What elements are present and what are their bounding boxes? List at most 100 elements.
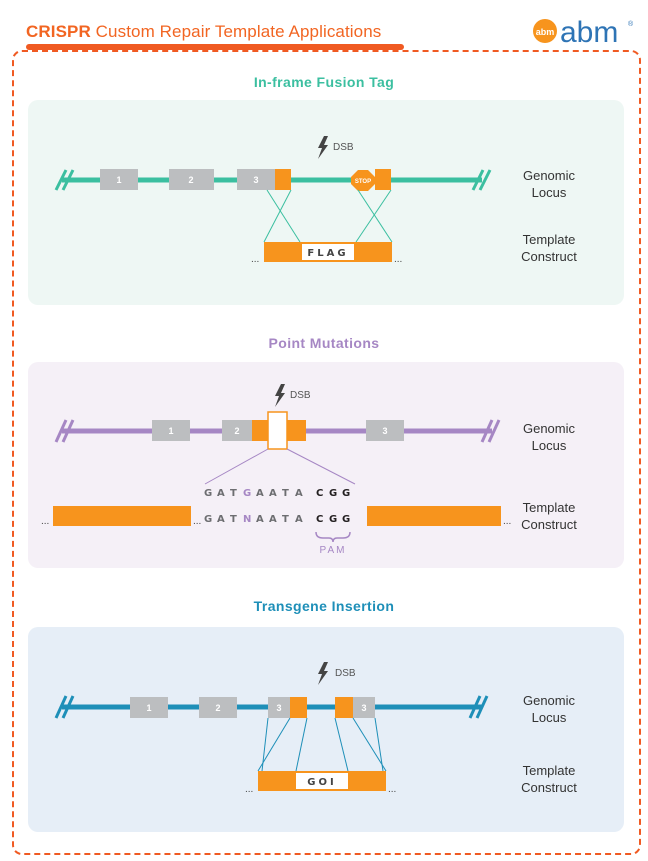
seq-bottom-base: T (230, 514, 237, 525)
seq-bottom-pam-base: G (342, 514, 350, 525)
logo-registered-mark: ® (628, 20, 634, 28)
seq-top-base: G (204, 488, 212, 499)
mutation-site-box (267, 411, 288, 450)
cut-site-left-block (290, 697, 307, 718)
sequence-bottom: G A T N A A T A C G G (204, 514, 350, 525)
title-underline (26, 44, 404, 50)
locus-break-left-icon (54, 169, 75, 191)
ellipsis-right: ... (388, 784, 396, 795)
figure-title: CRISPR Custom Repair Template Applicatio… (26, 22, 381, 42)
seq-top-base: A (217, 488, 225, 499)
homology-arm-lines (257, 717, 387, 772)
goi-insert-box (296, 773, 348, 789)
panel-transgene-insertion (28, 627, 624, 832)
seq-bottom-base: T (282, 514, 289, 525)
label-line-1: Template (522, 500, 576, 515)
label-line-1: Genomic (522, 693, 576, 708)
label-line-1: Template (522, 232, 576, 247)
dsb-label: DSB (290, 390, 311, 401)
logo-badge-circle (533, 19, 557, 43)
exon-3-left-label: 3 (276, 703, 281, 713)
dsb-lightning-icon (318, 136, 328, 159)
seq-bottom-base: A (295, 514, 303, 525)
seq-bottom-pam-base: C (316, 514, 323, 525)
label-line-2: Construct (521, 780, 577, 795)
exon-3-right-label: 3 (361, 703, 366, 713)
exon-3 (237, 169, 275, 190)
label-template-construct: Template Construct (506, 499, 592, 533)
section-title-fusion-tag: In-frame Fusion Tag (253, 74, 395, 90)
logo-badge-text: abm (536, 27, 555, 37)
stop-codon-octagon (351, 170, 375, 191)
exon-3-end-block (275, 169, 291, 190)
title-bold: CRISPR (26, 22, 91, 41)
dashed-frame (12, 50, 641, 855)
ellipsis-left: ... (41, 516, 49, 527)
exon-1-label: 1 (116, 175, 121, 185)
label-line-1: Genomic (522, 421, 576, 436)
seq-top-pam-base: G (342, 488, 350, 499)
template-arm-right (367, 506, 501, 526)
pam-brace (315, 531, 351, 543)
locus-break-left-icon (54, 695, 75, 719)
exon-2-label: 2 (234, 426, 239, 436)
locus-break-left-icon (54, 419, 75, 443)
exon-2 (222, 420, 252, 441)
flag-insert-label: FLAG (307, 248, 348, 259)
panel-fusion-tag (28, 100, 624, 305)
seq-top-base: A (256, 488, 264, 499)
stop-codon-label: STOP (355, 179, 371, 185)
exon-3-left-part (268, 697, 290, 718)
panel-point-mutations (28, 362, 624, 568)
template-arm-left (53, 506, 191, 526)
sequence-top: G A T G A A T A C G G (204, 488, 350, 499)
dsb-lightning-icon (318, 662, 328, 685)
flag-insert-box (302, 244, 354, 260)
label-line-2: Locus (531, 438, 567, 453)
section-title-point-mutations: Point Mutations (268, 335, 380, 351)
exon-1 (152, 420, 190, 441)
exon-3-right-part (353, 697, 375, 718)
logo-wordmark: abm (560, 16, 618, 49)
homology-arm-lines (263, 189, 393, 243)
ellipsis-right: ... (503, 516, 511, 527)
seq-top-pam-base: C (316, 488, 323, 499)
exon-2-label: 2 (188, 175, 193, 185)
label-line-2: Locus (531, 185, 567, 200)
exon-2 (169, 169, 214, 190)
exon-3 (366, 420, 404, 441)
seq-bottom-base: G (204, 514, 212, 525)
exon-2 (199, 697, 237, 718)
ellipsis-mid: ... (193, 516, 201, 527)
ellipsis-left: ... (251, 254, 259, 265)
seq-bottom-base-mutated: N (243, 514, 251, 525)
goi-insert-label: GOI (307, 777, 336, 788)
exon-1 (130, 697, 168, 718)
seq-top-base: T (230, 488, 237, 499)
seq-top-pam-base: G (329, 488, 337, 499)
locus-break-right-icon (480, 419, 501, 443)
ellipsis-right: ... (394, 254, 402, 265)
seq-bottom-base: A (256, 514, 264, 525)
seq-top-base: A (269, 488, 277, 499)
label-genomic-locus: Genomic Locus (506, 420, 592, 454)
cut-site-right-block (335, 697, 353, 718)
label-line-2: Construct (521, 249, 577, 264)
label-genomic-locus: Genomic Locus (506, 692, 592, 726)
zoom-lines (204, 448, 356, 485)
seq-bottom-pam-base: G (329, 514, 337, 525)
label-line-2: Locus (531, 710, 567, 725)
label-genomic-locus: Genomic Locus (506, 167, 592, 201)
locus-break-right-icon (471, 169, 492, 191)
exon-1-label: 1 (146, 703, 151, 713)
dsb-label: DSB (335, 668, 356, 679)
label-template-construct: Template Construct (506, 762, 592, 796)
section-title-transgene-insertion: Transgene Insertion (253, 598, 395, 614)
exon-3-label: 3 (382, 426, 387, 436)
exon-3-label: 3 (253, 175, 258, 185)
abm-logo: abm abm ® (533, 16, 634, 49)
ellipsis-left: ... (245, 784, 253, 795)
